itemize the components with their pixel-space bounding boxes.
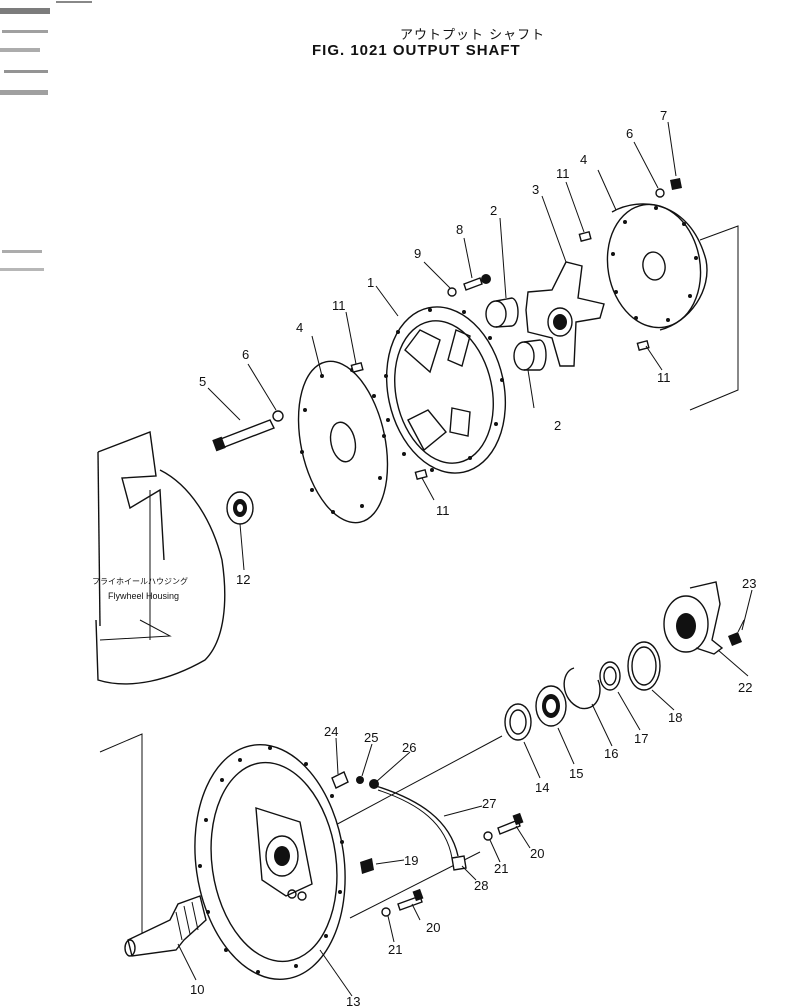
callout-15: 15 (569, 766, 583, 781)
callout-21a: 21 (494, 861, 508, 876)
callout-5: 5 (199, 374, 206, 389)
callout-2a: 2 (490, 203, 497, 218)
snap-ring-17 (599, 661, 621, 691)
callout-9: 9 (414, 246, 421, 261)
figure-title: FIG. 1021 OUTPUT SHAFT (312, 42, 521, 59)
callout-20b: 20 (426, 920, 440, 935)
coupling-spider (525, 261, 605, 367)
flywheel-housing (95, 431, 226, 685)
callout-16: 16 (604, 746, 618, 761)
ring-18 (627, 641, 661, 691)
output-shaft (124, 895, 207, 957)
coupling-housing (384, 306, 507, 474)
scan-noise (0, 1, 92, 271)
callout-22: 22 (738, 680, 752, 695)
callout-11c: 11 (556, 166, 570, 181)
flywheel-housing-label-japanese: フライホイールハウジング (92, 577, 188, 586)
callout-11d: 11 (657, 370, 671, 385)
drive-plate-right (606, 203, 708, 331)
callout-numbers: 1 2 2 3 4 4 5 6 6 7 8 9 10 11 11 11 11 1… (190, 108, 756, 1008)
callout-20a: 20 (530, 846, 544, 861)
callout-8: 8 (456, 222, 463, 237)
callout-1: 1 (367, 275, 374, 290)
assembly-bracket-upper (689, 225, 739, 411)
rubber-block-upper (485, 297, 519, 328)
flange-yoke (663, 581, 745, 655)
callout-25: 25 (364, 730, 378, 745)
callout-19: 19 (404, 853, 418, 868)
callout-11b: 11 (436, 503, 450, 518)
leader-lines (177, 121, 753, 997)
callout-23: 23 (742, 576, 756, 591)
callout-3: 3 (532, 182, 539, 197)
callout-17: 17 (634, 731, 648, 746)
lower-fasteners (360, 812, 524, 917)
callout-26: 26 (402, 740, 416, 755)
callout-14: 14 (535, 780, 549, 795)
upper-fasteners (212, 178, 682, 452)
dowel-pins (350, 230, 650, 481)
callout-4b: 4 (296, 320, 303, 335)
bearing-12 (226, 491, 254, 525)
lube-hose-assembly (331, 771, 467, 871)
output-housing (194, 743, 346, 981)
callout-21b: 21 (388, 942, 402, 957)
callout-2b: 2 (554, 418, 561, 433)
callout-28: 28 (474, 878, 488, 893)
callout-6a: 6 (626, 126, 633, 141)
callout-13: 13 (346, 994, 360, 1008)
callout-18: 18 (668, 710, 682, 725)
callout-11a: 11 (332, 298, 346, 313)
rubber-block-lower (513, 339, 547, 371)
bearing-15 (535, 685, 567, 727)
drive-plate-left (297, 360, 389, 524)
callout-7: 7 (660, 108, 667, 123)
callout-12: 12 (236, 572, 250, 587)
callout-10: 10 (190, 982, 204, 997)
callout-4a: 4 (580, 152, 587, 167)
flywheel-housing-label: Flywheel Housing (108, 591, 180, 601)
snap-ring-16 (563, 667, 601, 710)
callout-27: 27 (482, 796, 496, 811)
callout-6b: 6 (242, 347, 249, 362)
seal-14 (504, 703, 532, 741)
callout-24: 24 (324, 724, 338, 739)
title-japanese: アウトプット シャフト (400, 28, 546, 43)
